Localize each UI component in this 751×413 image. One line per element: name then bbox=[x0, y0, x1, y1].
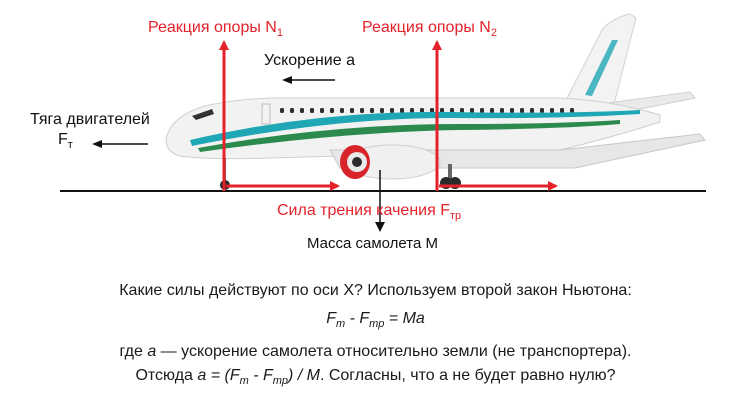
cabin-window bbox=[400, 108, 404, 113]
conclusion-formula-b: - F bbox=[248, 367, 273, 384]
cabin-window bbox=[560, 108, 564, 113]
engine bbox=[340, 144, 441, 180]
formula-minus: - F bbox=[345, 310, 370, 327]
conclusion-rest: . Согласны, что a не будет равно нулю? bbox=[319, 367, 616, 384]
conclusion-prefix: Отсюда bbox=[135, 367, 198, 384]
cabin-window bbox=[290, 108, 294, 113]
formula-ftr-sub: тр bbox=[369, 318, 385, 330]
cabin-windows bbox=[280, 108, 574, 113]
newton-formula: Fт - Fтр = Ma bbox=[0, 310, 751, 330]
weight-arrowhead bbox=[375, 222, 385, 232]
thrust-symbol: Fт bbox=[58, 131, 73, 151]
cabin-window bbox=[410, 108, 414, 113]
cabin-window bbox=[280, 108, 284, 113]
livery-stripe-teal bbox=[190, 110, 640, 146]
tail-stripe bbox=[585, 40, 618, 96]
formula-ft-sub: т bbox=[335, 318, 346, 330]
cabin-window bbox=[530, 108, 534, 113]
cabin-window bbox=[430, 108, 434, 113]
cabin-window bbox=[390, 108, 394, 113]
cabin-window bbox=[340, 108, 344, 113]
formula-ft: F bbox=[326, 310, 336, 327]
friction-label: Сила трения качения Fтр bbox=[277, 202, 462, 222]
reaction-n2-text: Реакция опоры N bbox=[362, 19, 491, 36]
question-line: Какие силы действуют по оси X? Используе… bbox=[119, 282, 632, 299]
cabin-window bbox=[360, 108, 364, 113]
definition-var: a bbox=[147, 343, 157, 360]
conclusion-formula-a: a = (F bbox=[197, 367, 240, 384]
cabin-window bbox=[510, 108, 514, 113]
reaction-n2-sub: 2 bbox=[490, 27, 497, 39]
livery-stripe-green bbox=[198, 120, 620, 152]
reaction-n2-label: Реакция опоры N2 bbox=[362, 19, 497, 39]
cabin-window bbox=[300, 108, 304, 113]
thrust-symbol-text: F bbox=[58, 131, 68, 148]
acceleration-label: Ускорение a bbox=[264, 52, 355, 69]
conclusion-sub1: т bbox=[239, 375, 249, 387]
cabin-window bbox=[350, 108, 354, 113]
cabin-window bbox=[450, 108, 454, 113]
cabin-window bbox=[470, 108, 474, 113]
cabin-window bbox=[520, 108, 524, 113]
mass-label: Масса самолета М bbox=[307, 235, 438, 252]
conclusion-sub2: тр bbox=[272, 375, 288, 387]
cabin-window bbox=[310, 108, 314, 113]
definition-rest: — ускорение самолета относительно земли … bbox=[156, 343, 632, 360]
definition-prefix: где bbox=[119, 343, 148, 360]
acceleration-arrowhead bbox=[282, 76, 292, 84]
reaction-n1-label: Реакция опоры N1 bbox=[148, 19, 283, 39]
formula-rhs: = Ma bbox=[384, 310, 425, 327]
reaction-n1-text: Реакция опоры N bbox=[148, 19, 277, 36]
cabin-window bbox=[460, 108, 464, 113]
cabin-window bbox=[330, 108, 334, 113]
cabin-window bbox=[380, 108, 384, 113]
cabin-window bbox=[570, 108, 574, 113]
cabin-window bbox=[480, 108, 484, 113]
cabin-window bbox=[370, 108, 374, 113]
cabin-window bbox=[540, 108, 544, 113]
cabin-window bbox=[490, 108, 494, 113]
friction-label-text: Сила трения качения F bbox=[277, 202, 450, 219]
tail-fin bbox=[559, 13, 637, 113]
cabin-window bbox=[550, 108, 554, 113]
thrust-symbol-sub: т bbox=[67, 139, 73, 151]
cabin-window bbox=[420, 108, 424, 113]
cabin-window bbox=[320, 108, 324, 113]
thrust-label: Тяга двигателей bbox=[30, 111, 150, 128]
reaction-n1-sub: 1 bbox=[276, 27, 283, 39]
door bbox=[261, 103, 271, 125]
airplane-force-diagram bbox=[60, 13, 706, 232]
definition-line: где a — ускорение самолета относительно … bbox=[0, 344, 751, 360]
conclusion-line: Отсюда a = (Fт - Fтр) / M. Согласны, что… bbox=[0, 367, 751, 387]
thrust-arrowhead bbox=[92, 140, 102, 148]
cabin-window bbox=[500, 108, 504, 113]
cockpit-window bbox=[192, 109, 214, 120]
conclusion-formula-c: ) / M bbox=[287, 367, 320, 384]
friction-label-sub: тр bbox=[449, 210, 462, 222]
cabin-window bbox=[440, 108, 444, 113]
